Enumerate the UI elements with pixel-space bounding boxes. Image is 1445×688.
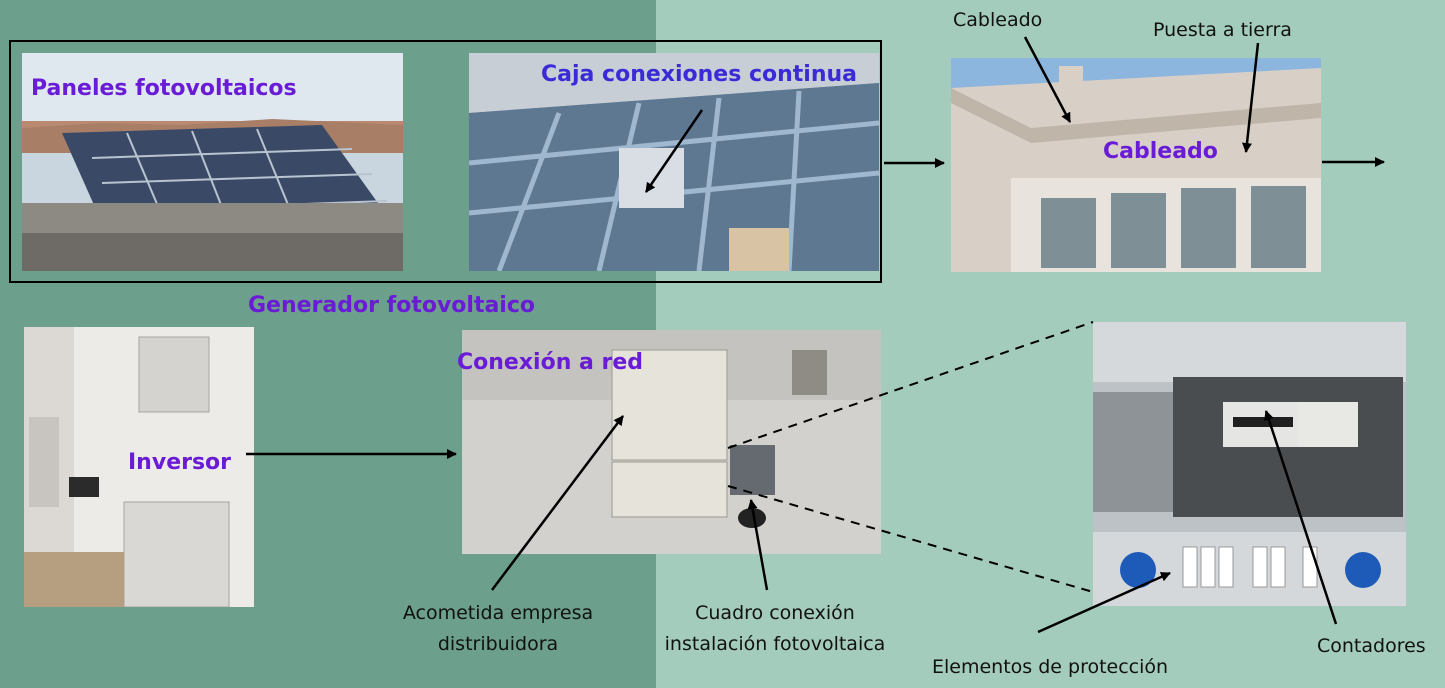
label-generador: Generador fotovoltaico (248, 293, 535, 318)
label-conexion: Conexión a red (457, 350, 644, 375)
label-cuadro-line1: Cuadro conexión (695, 602, 855, 624)
label-inversor: Inversor (128, 450, 232, 475)
label-contadores: Contadores (1317, 635, 1426, 657)
label-acometida-line1: Acometida empresa (402, 602, 594, 624)
label-paneles: Paneles fotovoltaicos (31, 76, 297, 101)
label-acometida: Acometida empresa distribuidora (366, 598, 630, 660)
label-cuadro-line2: instalación fotovoltaica (664, 633, 886, 655)
label-elementos: Elementos de protección (932, 656, 1169, 678)
label-cuadro: Cuadro conexión instalación fotovoltaica (620, 598, 930, 660)
photo-meters (1093, 322, 1406, 606)
photo-solar-panels (22, 53, 403, 271)
label-cableado-photo: Cableado (1103, 139, 1218, 164)
generator-group-frame (9, 40, 882, 283)
label-acometida-line2: distribuidora (437, 633, 559, 655)
photo-junction-box (469, 53, 879, 271)
photo-inverter (24, 327, 254, 607)
photo-cabling-building (951, 58, 1321, 272)
label-puesta-tierra: Puesta a tierra (1153, 19, 1292, 41)
label-caja: Caja conexiones continua (541, 62, 858, 87)
label-cableado-top: Cableado (953, 9, 1043, 31)
